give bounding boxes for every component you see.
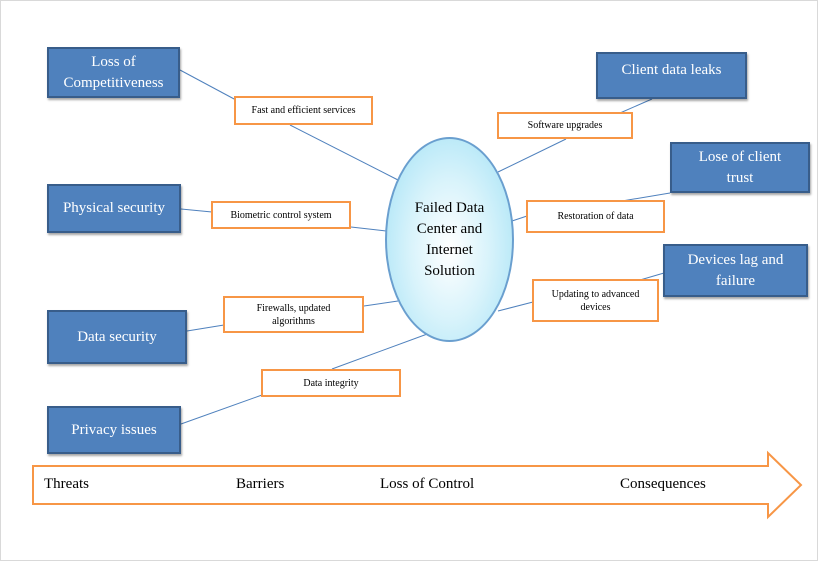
control-software-upgrades: Software upgrades xyxy=(497,112,633,139)
consequence-lose-client-trust: Lose of client trust xyxy=(670,142,810,193)
barrier-data-integrity: Data integrity xyxy=(261,369,401,397)
connector-firewalls xyxy=(363,300,399,307)
threat-physical-security: Physical security xyxy=(47,184,181,233)
barrier-fast-services: Fast and efficient services xyxy=(234,96,373,125)
connector-client-leaks xyxy=(619,98,653,114)
connector-data-security xyxy=(186,324,225,332)
consequence-client-data-leaks: Client data leaks xyxy=(596,52,747,99)
consequence-devices-lag: Devices lag and failure xyxy=(663,244,808,297)
timeline-label-consequences: Consequences xyxy=(620,476,706,492)
threat-loss-of-competitiveness: Loss of Competitiveness xyxy=(47,47,180,98)
timeline-label-threats: Threats xyxy=(44,476,89,492)
connector-physical xyxy=(180,208,213,213)
connector-devices xyxy=(639,272,665,281)
threat-data-security: Data security xyxy=(47,310,187,364)
connector-privacy xyxy=(180,394,263,425)
timeline-label-barriers: Barriers xyxy=(236,476,285,492)
connector-updating xyxy=(497,301,534,312)
timeline-label-loss-of-control: Loss of Control xyxy=(380,476,475,492)
barrier-firewalls: Firewalls, updated algorithms xyxy=(223,296,364,333)
connector-client-trust xyxy=(621,192,671,202)
connector-restoration xyxy=(511,215,528,222)
threat-privacy-issues: Privacy issues xyxy=(47,406,181,454)
control-updating-devices: Updating to advanced devices xyxy=(532,279,659,322)
barrier-biometric: Biometric control system xyxy=(211,201,351,229)
connector-integrity xyxy=(331,332,431,370)
connector-fast-services xyxy=(289,124,399,181)
center-label: Failed Data Center and Internet Solution xyxy=(414,199,485,279)
center-failure-event: Failed Data Center and Internet Solution xyxy=(385,137,514,342)
timeline-arrow xyxy=(32,450,803,520)
connector-competitiveness xyxy=(179,69,237,101)
connector-software xyxy=(497,138,567,173)
control-restoration: Restoration of data xyxy=(526,200,665,233)
connector-biometric xyxy=(350,226,387,232)
